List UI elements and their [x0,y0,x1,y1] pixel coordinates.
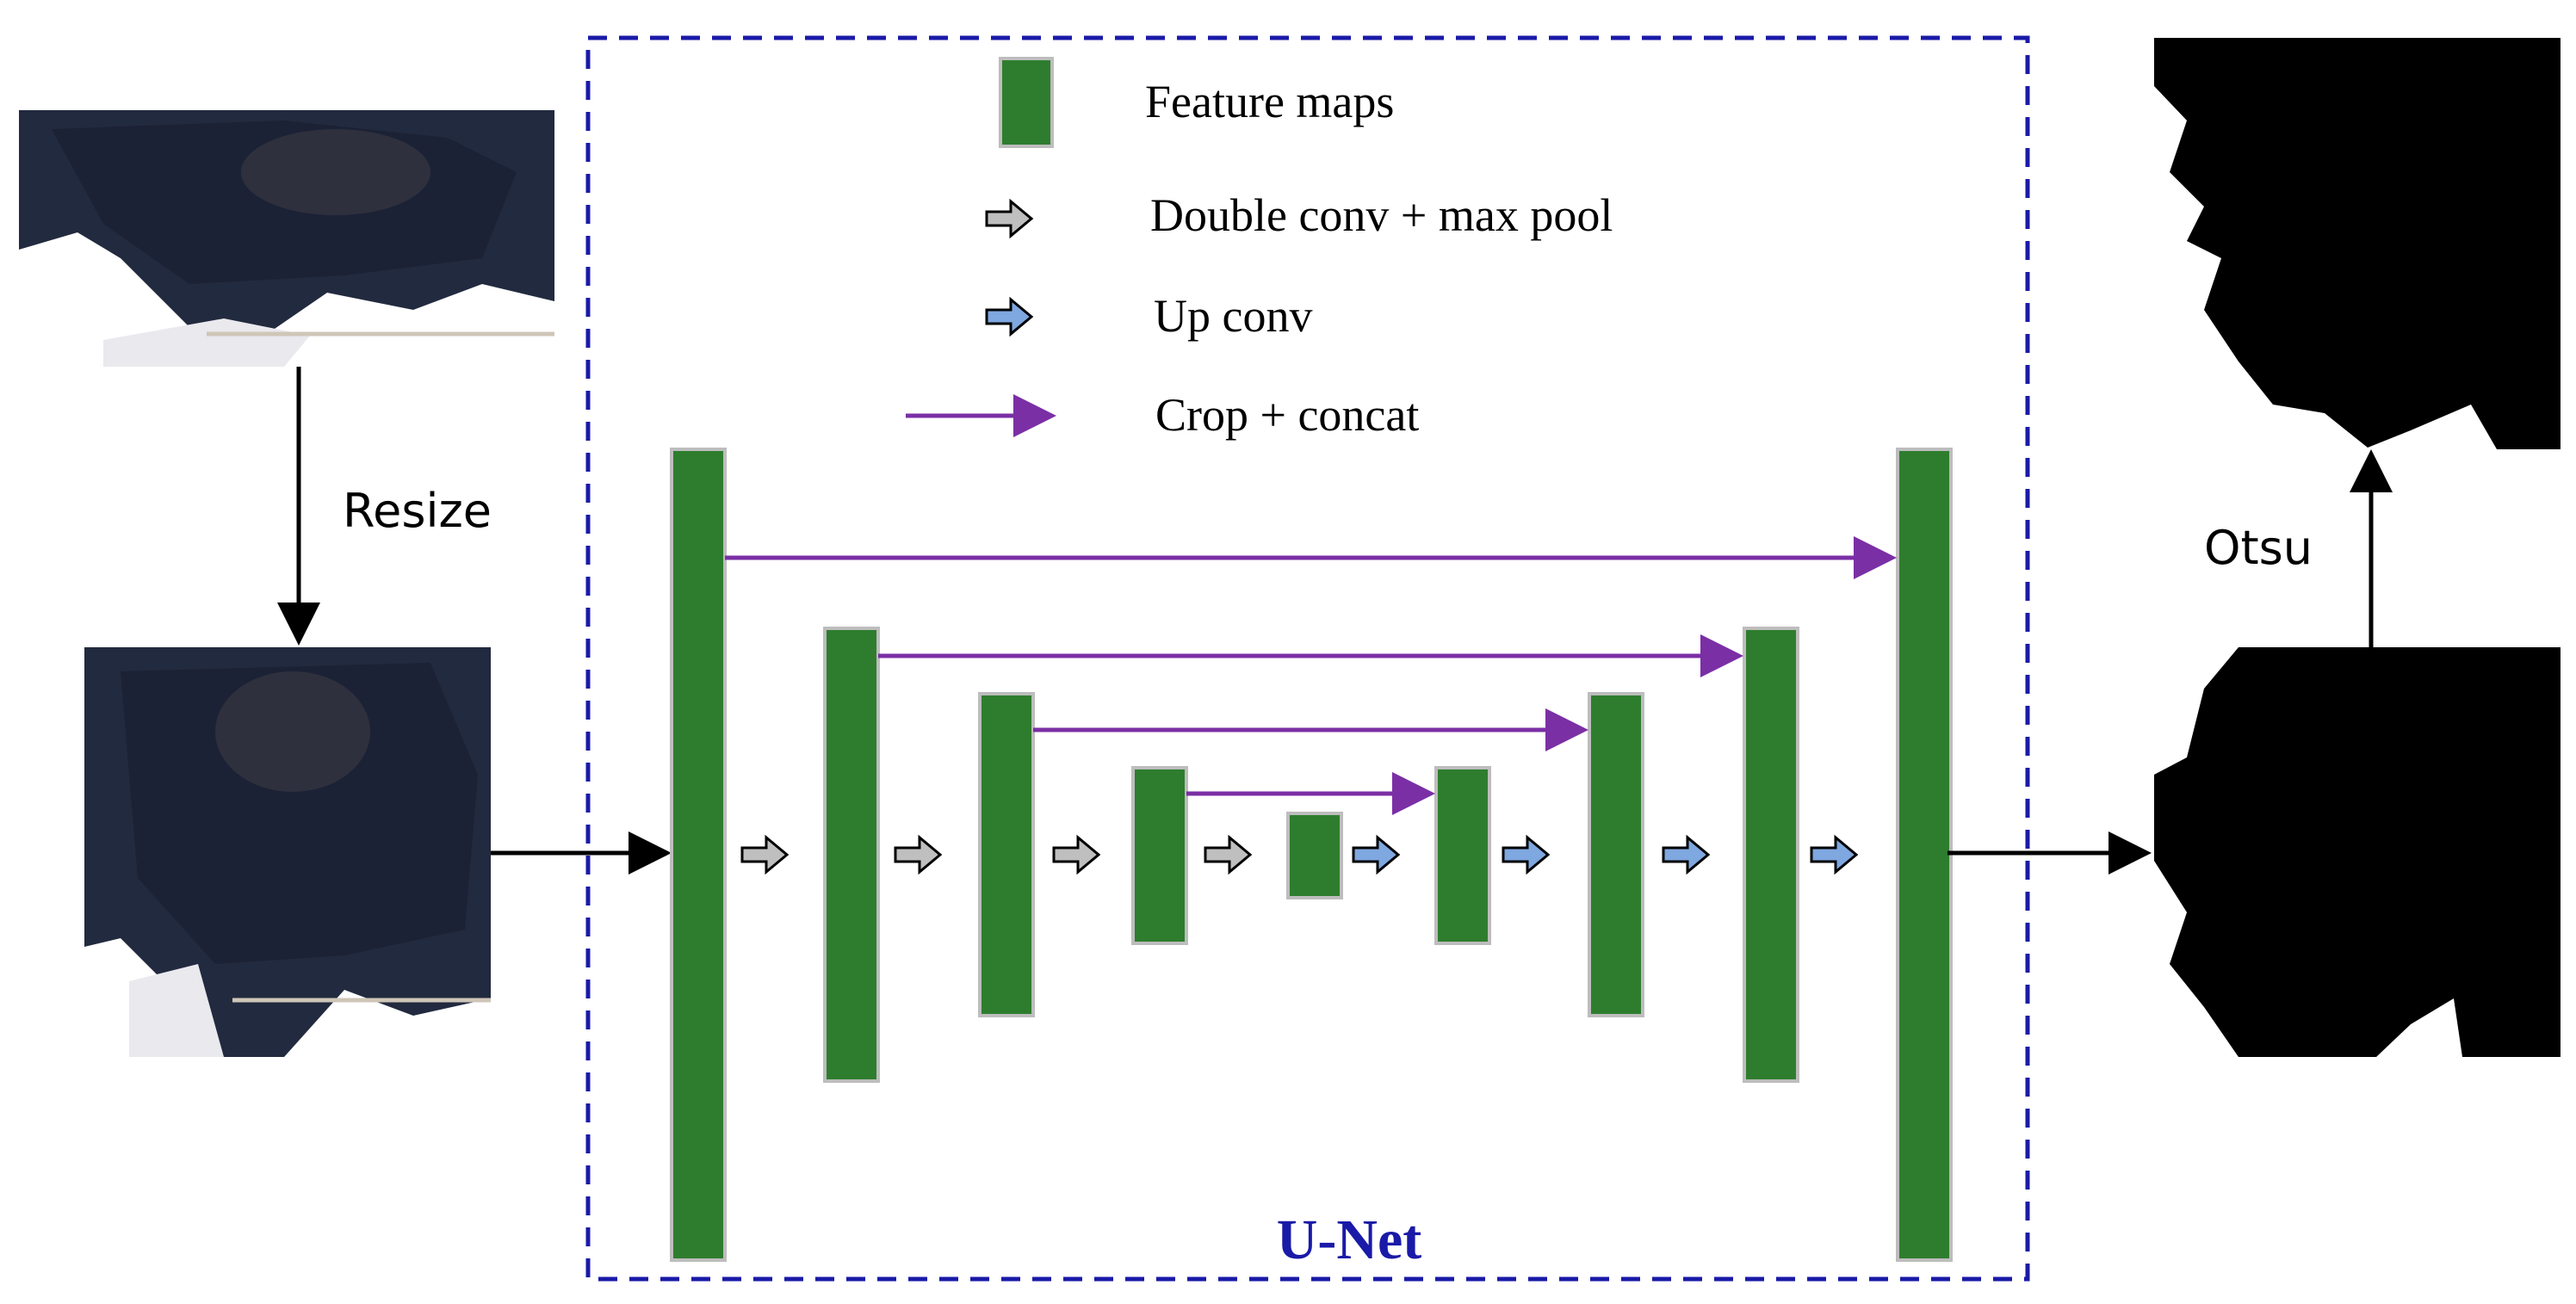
otsu-label: Otsu [2204,521,2313,575]
legend-pool-arrow-icon [985,200,1033,238]
legend-crop-concat-label: Crop + concat [1155,389,1419,441]
feature-map-enc-1 [670,448,727,1262]
legend-upconv-arrow-icon [985,298,1033,336]
upconv-arrow-4 [1810,836,1858,874]
resized-image [84,647,491,1057]
pool-arrow-4 [1204,836,1252,874]
upconv-arrow-2 [1502,836,1550,874]
feature-map-enc-4 [1131,766,1188,945]
resize-label: Resize [343,484,492,538]
pool-arrow-1 [740,836,789,874]
pool-arrow-2 [894,836,942,874]
input-image [19,110,554,367]
feature-map-dec-3 [1588,692,1644,1017]
unet-box [585,35,2030,1282]
upconv-arrow-1 [1352,836,1400,874]
upconv-arrow-3 [1662,836,1710,874]
unet-output-mask [2154,647,2561,1057]
feature-map-enc-3 [978,692,1035,1017]
pool-arrow-3 [1052,836,1100,874]
feature-map-dec-1 [1896,448,1953,1262]
legend-feature-map-swatch [999,57,1054,148]
feature-map-enc-2 [823,627,880,1083]
feature-map-bottleneck [1286,812,1343,899]
unet-label: U-Net [1277,1208,1422,1271]
feature-map-dec-2 [1743,627,1799,1083]
legend-up-conv-label: Up conv [1154,290,1312,342]
legend-feature-maps-label: Feature maps [1145,76,1394,127]
final-binary-mask [2154,38,2561,449]
legend-double-conv-label: Double conv + max pool [1150,189,1613,241]
feature-map-dec-4 [1434,766,1491,945]
